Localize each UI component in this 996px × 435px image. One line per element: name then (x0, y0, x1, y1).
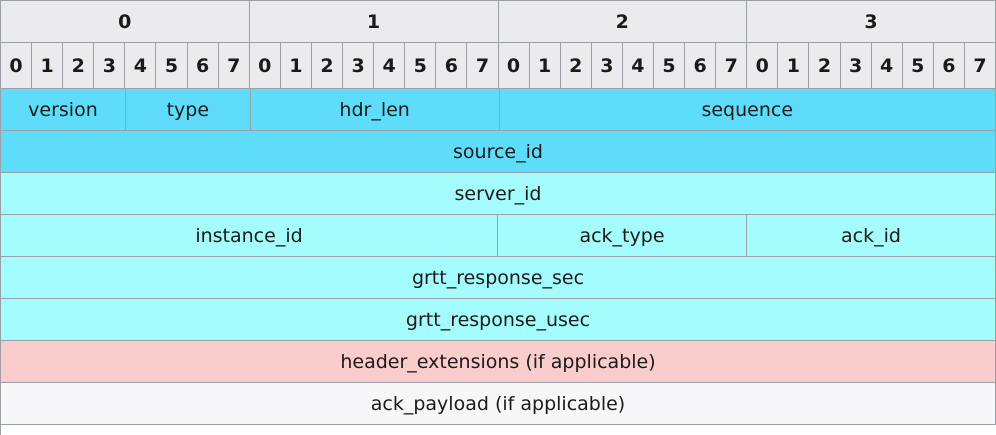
byte-offset-cell: 3 (747, 1, 996, 43)
bit-offset-cell: 1 (529, 43, 561, 89)
header-field-row: grtt_response_sec (1, 257, 996, 299)
field-header-extensions: header_extensions (if applicable) (1, 341, 996, 383)
header-field-row: grtt_response_usec (1, 299, 996, 341)
header-field-row: ack_payload (if applicable) (1, 383, 996, 425)
header-field-row: server_id (1, 173, 996, 215)
bit-offset-cell: 0 (498, 43, 530, 89)
bit-offset-cell: 3 (591, 43, 623, 89)
bit-offset-cell: 7 (716, 43, 748, 89)
field-version: version (1, 89, 126, 131)
bit-offset-cell: 0 (747, 43, 779, 89)
header-field-row: header_extensions (if applicable) (1, 341, 996, 383)
bit-offset-cell: 1 (280, 43, 312, 89)
bit-offset-cell: 3 (94, 43, 126, 89)
bit-offset-cell: 0 (249, 43, 281, 89)
bit-offset-cell: 2 (63, 43, 95, 89)
header-field-row: source_id (1, 131, 996, 173)
field-hdr-len: hdr_len (250, 89, 500, 131)
bit-offset-cell: 2 (311, 43, 344, 89)
bit-offset-cell: 6 (685, 43, 717, 89)
byte-offset-ruler: 0 1 2 3 (1, 1, 996, 43)
header-field-row: instance_id ack_type ack_id (1, 215, 996, 257)
bit-offset-cell: 2 (560, 43, 592, 89)
bit-offset-cell: 5 (653, 43, 686, 89)
byte-offset-cell: 1 (249, 1, 499, 43)
field-ack-type: ack_type (498, 215, 747, 257)
bit-offset-cell: 6 (933, 43, 965, 89)
field-sequence: sequence (499, 89, 996, 131)
bit-offset-cell: 3 (840, 43, 872, 89)
field-grtt-response-usec: grtt_response_usec (1, 299, 996, 341)
bit-offset-cell: 7 (467, 43, 499, 89)
bit-offset-cell: 5 (405, 43, 437, 89)
bit-offset-cell: 5 (156, 43, 188, 89)
header-field-row: version type hdr_len sequence (1, 89, 996, 131)
field-type: type (125, 89, 251, 131)
bit-offset-cell: 1 (778, 43, 810, 89)
bit-offset-cell: 6 (187, 43, 219, 89)
field-source-id: source_id (1, 131, 996, 173)
field-ack-payload: ack_payload (if applicable) (1, 383, 996, 425)
byte-offset-cell: 0 (1, 1, 250, 43)
bit-offset-cell: 2 (809, 43, 841, 89)
field-ack-id: ack_id (747, 215, 996, 257)
bit-offset-ruler: 0 1 2 3 4 5 6 7 0 1 2 3 4 5 6 7 0 1 2 3 … (1, 43, 996, 89)
bit-offset-cell: 7 (964, 43, 996, 89)
bit-offset-cell: 4 (374, 43, 406, 89)
field-instance-id: instance_id (1, 215, 498, 257)
bit-offset-cell: 5 (902, 43, 934, 89)
bit-offset-cell: 4 (125, 43, 157, 89)
bit-offset-cell: 1 (32, 43, 64, 89)
bit-offset-cell: 4 (622, 43, 654, 89)
bit-offset-cell: 6 (436, 43, 468, 89)
bit-offset-cell: 4 (871, 43, 903, 89)
bit-offset-cell: 0 (1, 43, 33, 89)
field-grtt-response-sec: grtt_response_sec (1, 257, 996, 299)
bit-offset-cell: 7 (218, 43, 250, 89)
field-server-id: server_id (1, 173, 996, 215)
bit-offset-cell: 3 (343, 43, 375, 89)
byte-offset-cell: 2 (498, 1, 748, 43)
